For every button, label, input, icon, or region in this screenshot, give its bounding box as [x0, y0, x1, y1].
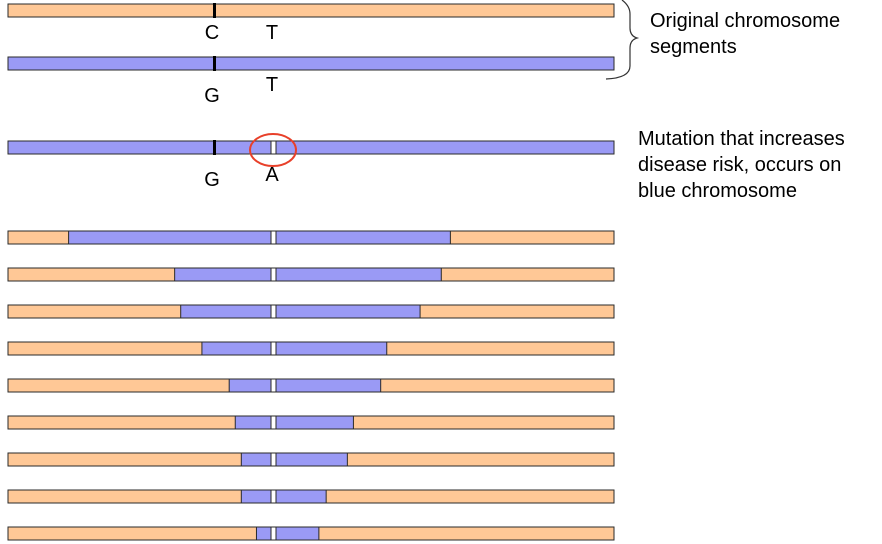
- mutation-line-1: Mutation that increases: [638, 128, 845, 150]
- c-marker: [213, 3, 216, 18]
- g-marker-mutated: [213, 140, 216, 155]
- mutation-circle: [249, 133, 297, 167]
- mutation-site-6: [270, 415, 277, 430]
- blue-segment-4: [201, 341, 388, 356]
- original-segments-annotation: Original chromosome segments: [650, 8, 840, 60]
- base-g-label-1: G: [204, 85, 220, 107]
- mutation-site-3: [270, 304, 277, 319]
- blue-segment-5: [228, 378, 382, 393]
- mutation-site-9: [270, 526, 277, 541]
- original-line-2: segments: [650, 36, 737, 58]
- mutation-site-5: [270, 378, 277, 393]
- brace: [605, 0, 640, 80]
- base-t-label-1: T: [266, 22, 278, 44]
- mutated-blue-chromosome: [7, 140, 615, 155]
- blue-segment-6: [234, 415, 354, 430]
- mutation-line-2: disease risk, occurs on: [638, 154, 842, 176]
- blue-segment-3: [180, 304, 421, 319]
- descendant-chromosomes: [7, 230, 615, 541]
- base-t-label-2: T: [266, 74, 278, 96]
- base-a-label: A: [265, 164, 279, 186]
- original-line-1: Original chromosome: [650, 10, 841, 32]
- mutation-site-2: [270, 267, 277, 282]
- blue-segment-2: [174, 267, 442, 282]
- original-orange-chromosome: [7, 3, 615, 18]
- mutation-annotation: Mutation that increases disease risk, oc…: [638, 126, 845, 204]
- mutation-site-8: [270, 489, 277, 504]
- base-c-label: C: [205, 22, 219, 44]
- blue-segment-8: [240, 489, 327, 504]
- mutation-site-4: [270, 341, 277, 356]
- blue-segment-7: [240, 452, 348, 467]
- g-marker: [213, 56, 216, 71]
- base-g-label-2: G: [204, 169, 220, 191]
- mutation-site: [270, 140, 277, 155]
- mutation-site-1: [270, 230, 277, 245]
- blue-segment-9: [255, 526, 320, 541]
- blue-segment-1: [68, 230, 451, 245]
- original-blue-chromosome: [7, 56, 615, 71]
- mutation-line-3: blue chromosome: [638, 180, 797, 202]
- mutation-site-7: [270, 452, 277, 467]
